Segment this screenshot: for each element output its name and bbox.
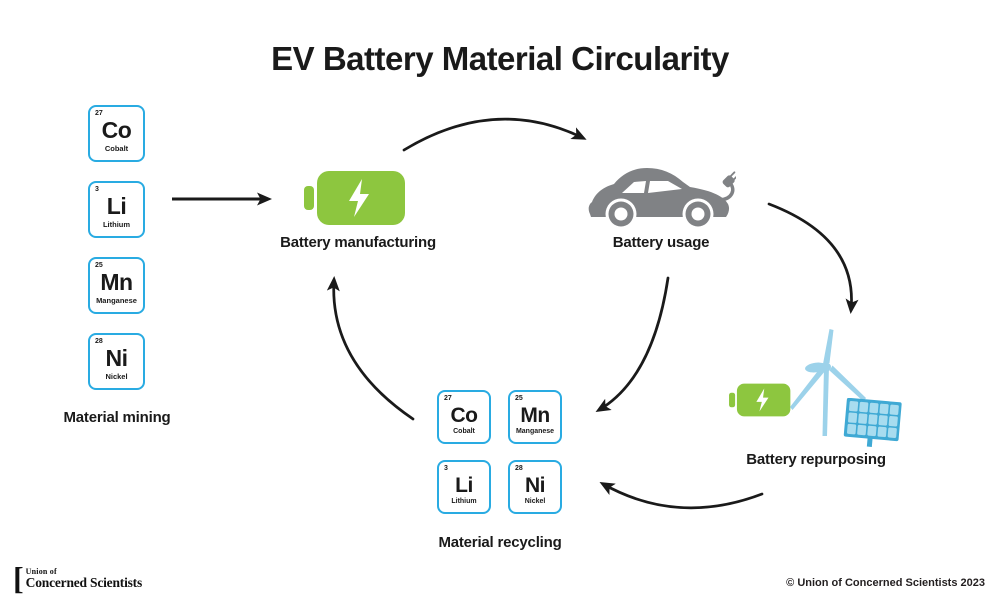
- element-symbol: Ni: [525, 473, 546, 497]
- atomic-number: 27: [444, 395, 452, 402]
- element-name: Manganese: [515, 427, 555, 435]
- element-symbol: Ni: [105, 345, 129, 371]
- element-tile-lithium: 3 Li Lithium: [88, 181, 145, 238]
- element-tile-lithium: 3 Li Lithium: [437, 460, 491, 514]
- logo-bracket-icon: [: [13, 560, 24, 596]
- element-symbol: Co: [450, 403, 479, 427]
- element-name: Nickel: [524, 497, 546, 505]
- atomic-number: 3: [444, 465, 448, 472]
- element-symbol: Co: [101, 117, 132, 143]
- mining-elements-group: 27 Co Cobalt 3 Li Lithium 25 Mn Manganes…: [88, 105, 145, 390]
- element-name: Cobalt: [104, 144, 129, 153]
- element-tile-cobalt: 27 Co Cobalt: [437, 390, 491, 444]
- copyright-text: © Union of Concerned Scientists 2023: [786, 577, 985, 589]
- element-symbol: Li: [106, 193, 127, 219]
- element-tile-nickel: 28 Ni Nickel: [88, 333, 145, 390]
- page-title: EV Battery Material Circularity: [271, 40, 729, 77]
- lightning-bolt-icon: [756, 388, 769, 412]
- arrow-usage-to-recycling: [595, 276, 670, 413]
- element-symbol: Mn: [100, 269, 133, 295]
- battery-manufacturing-label: Battery manufacturing: [280, 234, 436, 251]
- battery-bolt-icon: [729, 383, 791, 417]
- element-name: Cobalt: [453, 427, 475, 435]
- arrow-repurposing-to-recycling: [599, 482, 764, 510]
- element-tile-cobalt: 27 Co Cobalt: [88, 105, 145, 162]
- atomic-number: 27: [95, 110, 103, 117]
- material-mining-label: Material mining: [63, 409, 171, 426]
- arrow-usage-to-repurposing: [767, 202, 859, 314]
- ucs-logo: [ Union of Concerned Scientists: [13, 560, 143, 596]
- electric-car-icon: [586, 158, 736, 230]
- element-name: Nickel: [105, 372, 128, 381]
- solar-panel-icon: [842, 398, 904, 450]
- lightning-bolt-icon: [349, 179, 369, 217]
- element-name: Lithium: [102, 220, 131, 229]
- battery-bolt-icon: [304, 170, 406, 226]
- battery-usage-label: Battery usage: [612, 234, 710, 251]
- arrow-manufacturing-to-usage: [402, 117, 587, 152]
- element-tile-manganese: 25 Mn Manganese: [508, 390, 562, 444]
- charging-plug-icon: [722, 171, 736, 188]
- atomic-number: 28: [95, 338, 103, 345]
- wind-turbine-icon: [789, 327, 869, 439]
- element-tile-nickel: 28 Ni Nickel: [508, 460, 562, 514]
- element-symbol: Mn: [520, 403, 550, 427]
- arrow-recycling-to-manufacturing: [326, 276, 415, 421]
- atomic-number: 28: [515, 465, 523, 472]
- recycling-elements-group: 27 Co Cobalt 25 Mn Manganese 3 Li Lithiu…: [437, 390, 562, 514]
- element-name: Manganese: [96, 296, 137, 305]
- atomic-number: 25: [95, 262, 103, 269]
- atomic-number: 25: [515, 395, 523, 402]
- atomic-number: 3: [95, 186, 99, 193]
- logo-line2: Concerned Scientists: [25, 575, 143, 590]
- element-name: Lithium: [451, 497, 477, 505]
- element-tile-manganese: 25 Mn Manganese: [88, 257, 145, 314]
- battery-repurposing-label: Battery repurposing: [746, 451, 886, 468]
- logo-line1: Union of: [25, 567, 57, 576]
- element-symbol: Li: [455, 473, 473, 497]
- material-recycling-label: Material recycling: [438, 534, 562, 551]
